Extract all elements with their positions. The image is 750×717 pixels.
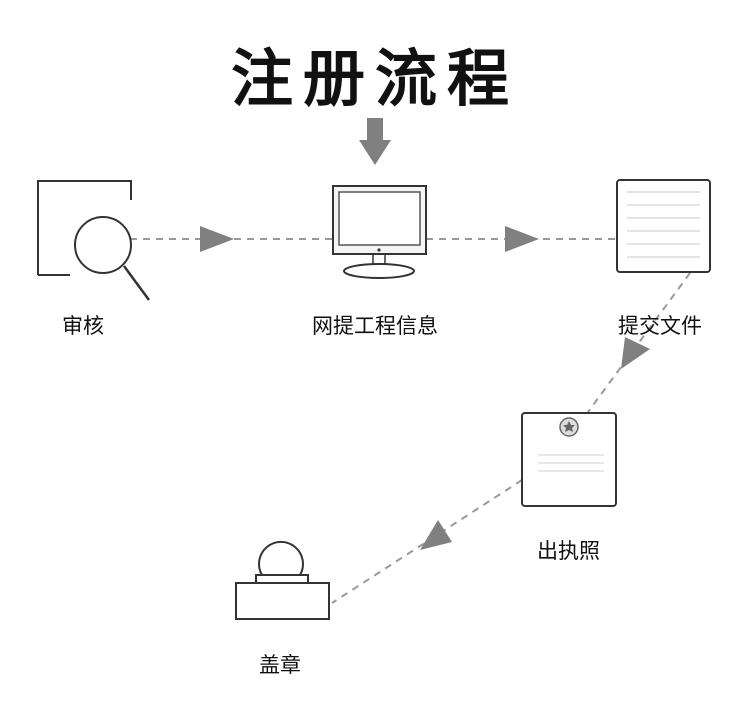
certificate-icon xyxy=(521,412,617,507)
step-label-license: 出执照 xyxy=(537,539,600,563)
diagram-title: 注册流程 xyxy=(230,42,519,115)
magnifier-icon xyxy=(37,180,151,301)
arrowhead-to-review xyxy=(200,226,234,252)
step-label-stamp: 盖章 xyxy=(259,653,301,677)
connector-license-stamp xyxy=(331,479,523,604)
stamp-icon xyxy=(235,540,330,620)
arrowhead-to-docs xyxy=(505,226,539,252)
step-label-submit-docs: 提交文件 xyxy=(618,314,702,338)
connector-docs-license xyxy=(587,272,691,413)
start-arrow-icon xyxy=(359,118,391,165)
step-label-review: 审核 xyxy=(62,314,104,338)
step-label-submit-info: 网提工程信息 xyxy=(312,314,438,338)
monitor-icon xyxy=(332,185,427,279)
arrowhead-to-license xyxy=(621,337,650,369)
document-icon xyxy=(616,179,711,273)
flow-arrowheads xyxy=(200,226,650,550)
arrowhead-to-stamp xyxy=(420,520,452,550)
